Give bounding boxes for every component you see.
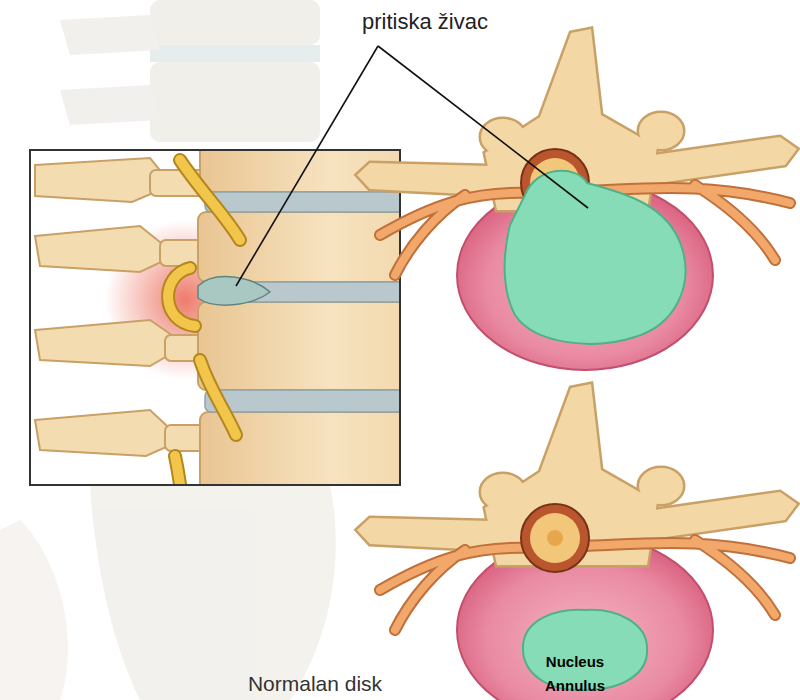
vertebra: [150, 0, 320, 45]
spinous-process: [60, 15, 160, 55]
lateral-view: [35, 151, 399, 484]
spinous-process: [35, 226, 176, 272]
caption-label: Normalan disk: [248, 672, 382, 696]
spinous-process: [35, 320, 186, 366]
vertebra: [150, 62, 320, 142]
sacrum: [90, 485, 336, 700]
spinous-process: [60, 85, 160, 125]
leader-line: [236, 46, 378, 286]
nerve-root: [175, 456, 182, 484]
disc: [205, 390, 399, 412]
herniation: [198, 277, 270, 306]
part-name: Annulus: [545, 677, 605, 694]
nucleus-herniated: [505, 171, 686, 344]
nerve-root: [180, 160, 240, 240]
pelvis: [0, 520, 68, 700]
disc: [205, 192, 399, 212]
leader-line: [378, 46, 588, 208]
part-name: Nucleus: [546, 653, 604, 670]
vertebral-body: [198, 302, 399, 390]
nerve-root: [175, 456, 182, 484]
vertebral-arch: [357, 384, 797, 565]
spinal-cord: [547, 530, 563, 546]
spinal-canal: [521, 504, 589, 572]
vertebral-arch: [357, 384, 797, 565]
disc: [150, 45, 320, 62]
axial-view-normal: [357, 384, 797, 700]
nerve-root: [200, 360, 236, 435]
axial-view-herniated: [357, 29, 797, 370]
spinous-process: [35, 410, 182, 456]
nerve-root: [168, 268, 195, 326]
spinal-cord: [530, 513, 580, 563]
nerve-root: [180, 160, 240, 240]
nerve-root: [168, 268, 195, 326]
callout-label: pritiska živac: [362, 9, 488, 34]
nerve-root: [200, 360, 236, 435]
